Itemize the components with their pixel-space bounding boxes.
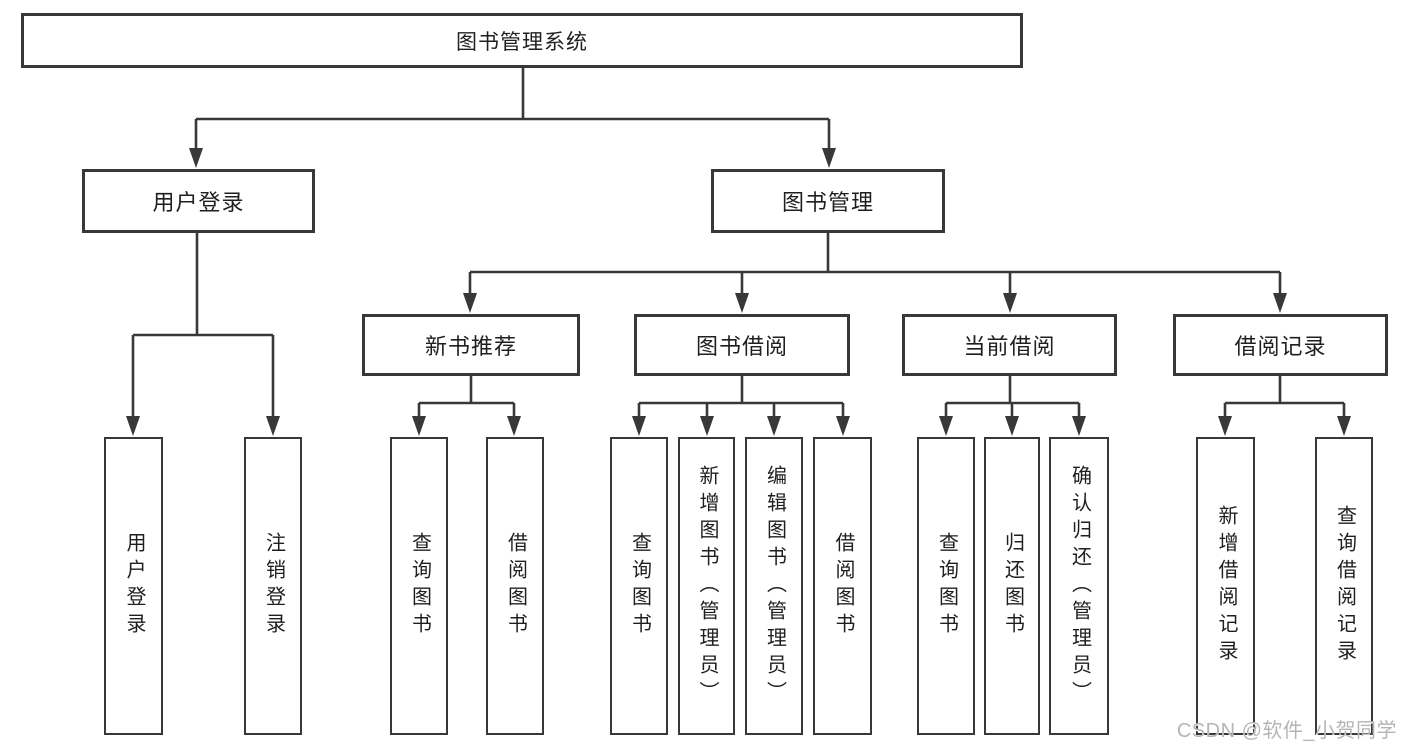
node-user-login: 用户登录 (82, 169, 315, 233)
leaf-query-borrow-record-label: 查询借阅记录 (1333, 505, 1356, 667)
leaf-edit-book-admin-label: 编辑图书（管理员） (763, 464, 786, 708)
leaf-query-borrow-record: 查询借阅记录 (1315, 437, 1373, 735)
node-root: 图书管理系统 (21, 13, 1023, 68)
node-borrow-record: 借阅记录 (1173, 314, 1388, 376)
leaf-confirm-return-admin-label: 确认归还（管理员） (1068, 464, 1091, 708)
leaf-recommend-query-book-label: 查询图书 (408, 532, 431, 640)
node-book-management-label: 图书管理 (781, 190, 874, 215)
leaf-add-borrow-record-label: 新增借阅记录 (1215, 505, 1237, 667)
leaf-return-book: 归还图书 (984, 437, 1040, 735)
node-root-label: 图书管理系统 (456, 30, 588, 54)
node-borrow-record-label: 借阅记录 (1234, 334, 1327, 359)
leaf-user-login-label: 用户登录 (123, 532, 145, 640)
leaf-recommend-borrow-book-label: 借阅图书 (504, 532, 527, 640)
leaf-return-book-label: 归还图书 (1001, 532, 1024, 640)
leaf-edit-book-admin: 编辑图书（管理员） (745, 437, 803, 735)
leaf-add-book-admin: 新增图书（管理员） (678, 437, 735, 735)
leaf-borrow-query-book: 查询图书 (610, 437, 668, 735)
leaf-logout-label: 注销登录 (262, 532, 285, 640)
node-user-login-label: 用户登录 (152, 190, 245, 215)
leaf-add-book-admin-label: 新增图书（管理员） (696, 464, 718, 708)
csdn-watermark: CSDN @软件_小贺同学 (1176, 720, 1397, 742)
leaf-borrow-book: 借阅图书 (813, 437, 872, 735)
leaf-user-login: 用户登录 (104, 437, 163, 735)
leaf-current-query-book: 查询图书 (917, 437, 975, 735)
leaf-recommend-borrow-book: 借阅图书 (486, 437, 544, 735)
node-new-book-recommend-label: 新书推荐 (424, 334, 517, 359)
leaf-borrow-book-label: 借阅图书 (832, 532, 854, 640)
leaf-logout: 注销登录 (244, 437, 302, 735)
leaf-recommend-query-book: 查询图书 (390, 437, 448, 735)
leaf-borrow-query-book-label: 查询图书 (628, 532, 651, 640)
leaf-current-query-book-label: 查询图书 (935, 532, 958, 640)
leaf-confirm-return-admin: 确认归还（管理员） (1049, 437, 1109, 735)
node-book-borrow-label: 图书借阅 (695, 334, 788, 359)
leaf-add-borrow-record: 新增借阅记录 (1196, 437, 1255, 735)
node-current-borrow-label: 当前借阅 (963, 334, 1056, 359)
node-current-borrow: 当前借阅 (902, 314, 1117, 376)
node-new-book-recommend: 新书推荐 (362, 314, 580, 376)
node-book-management: 图书管理 (711, 169, 945, 233)
node-book-borrow: 图书借阅 (634, 314, 850, 376)
